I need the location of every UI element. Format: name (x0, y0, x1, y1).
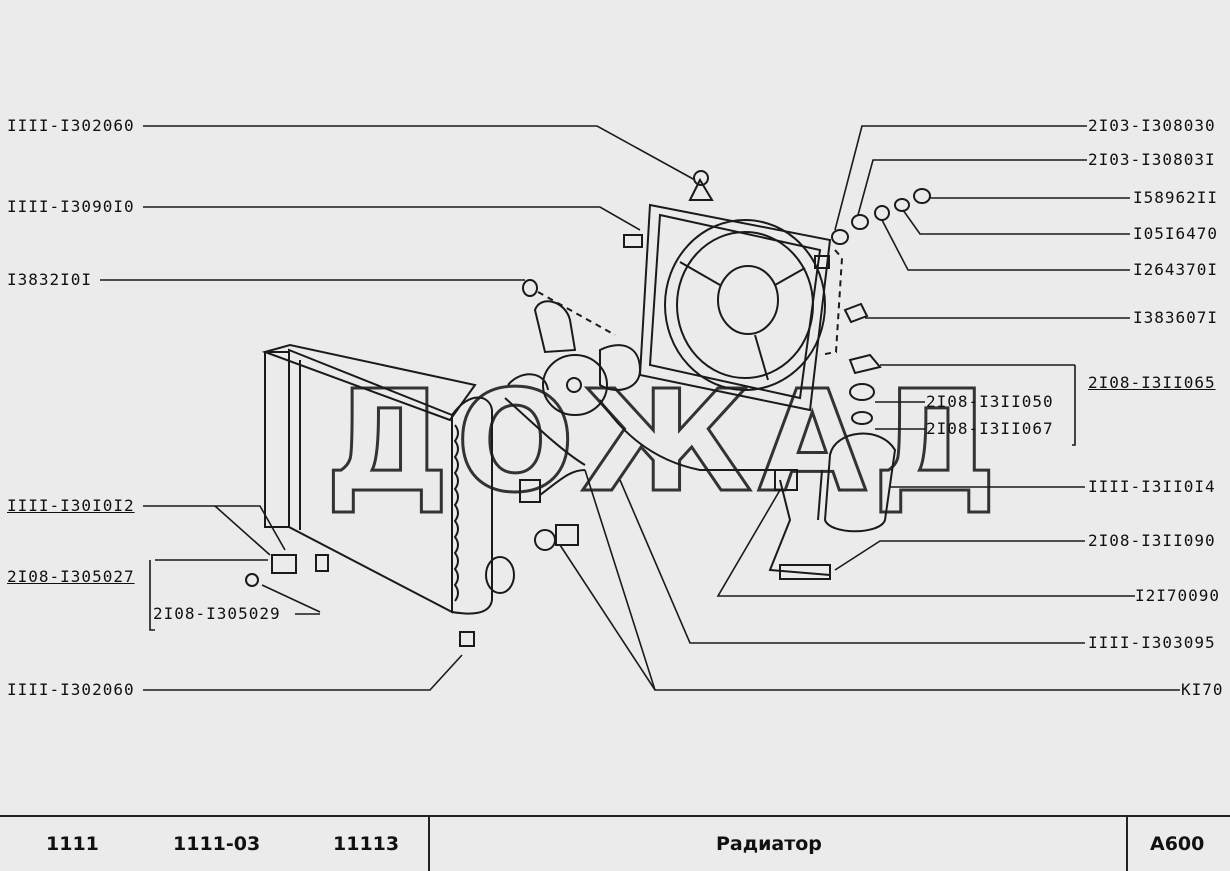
callout-label: IIII-I302060 (7, 680, 135, 699)
model-code: 1111-03 (173, 833, 261, 855)
radiator-drawing (245, 343, 515, 615)
callout-label: IIII-I3090I0 (7, 197, 135, 216)
model-code: 11113 (333, 833, 400, 855)
callout-label: KI70 (1181, 680, 1224, 699)
callout-label: 2I03-I30803I (1088, 150, 1216, 169)
fan-shroud-drawing (623, 170, 844, 412)
reservoir-drawing (534, 353, 897, 580)
callout-label: 2I08-I305027 (7, 567, 135, 586)
callout-label: 2I03-I308030 (1088, 116, 1216, 135)
callout-label: I264370I (1133, 260, 1219, 279)
callout-label: I58962II (1133, 188, 1219, 207)
footer-divider (428, 817, 430, 871)
callout-label: I3832I0I (7, 270, 93, 289)
diagram-drawing: ДОЖАД (100, 125, 1180, 691)
fan-drawing (504, 279, 790, 503)
callout-label: IIII-I302060 (7, 116, 135, 135)
callout-label: IIII-I3II0I4 (1088, 477, 1216, 496)
callout-label: I05I6470 (1133, 224, 1219, 243)
page-code: A600 (1150, 833, 1205, 855)
callout-label: 2I08-I3II067 (926, 419, 1054, 438)
callout-label: 2I08-I3II065 (1088, 373, 1216, 392)
page-title: Радиатор (716, 833, 822, 855)
callout-label: 2I08-I3II050 (926, 392, 1054, 411)
callout-label: I383607I (1133, 308, 1219, 327)
callout-label: IIII-I30I0I2 (7, 496, 135, 515)
callout-label: 2I08-I3II090 (1088, 531, 1216, 550)
parts-diagram: ДОЖАД (7, 116, 1224, 699)
model-code: 1111 (46, 833, 99, 855)
callout-label: I2I70090 (1135, 586, 1221, 605)
watermark-text: ДОЖАД (325, 361, 1003, 524)
title-block: 1111 1111-03 11113 Радиатор A600 (0, 815, 1230, 871)
callout-label: IIII-I303095 (1088, 633, 1216, 652)
footer-divider (1126, 817, 1128, 871)
leader-lines (100, 125, 1180, 691)
callout-label: 2I08-I305029 (153, 604, 281, 623)
